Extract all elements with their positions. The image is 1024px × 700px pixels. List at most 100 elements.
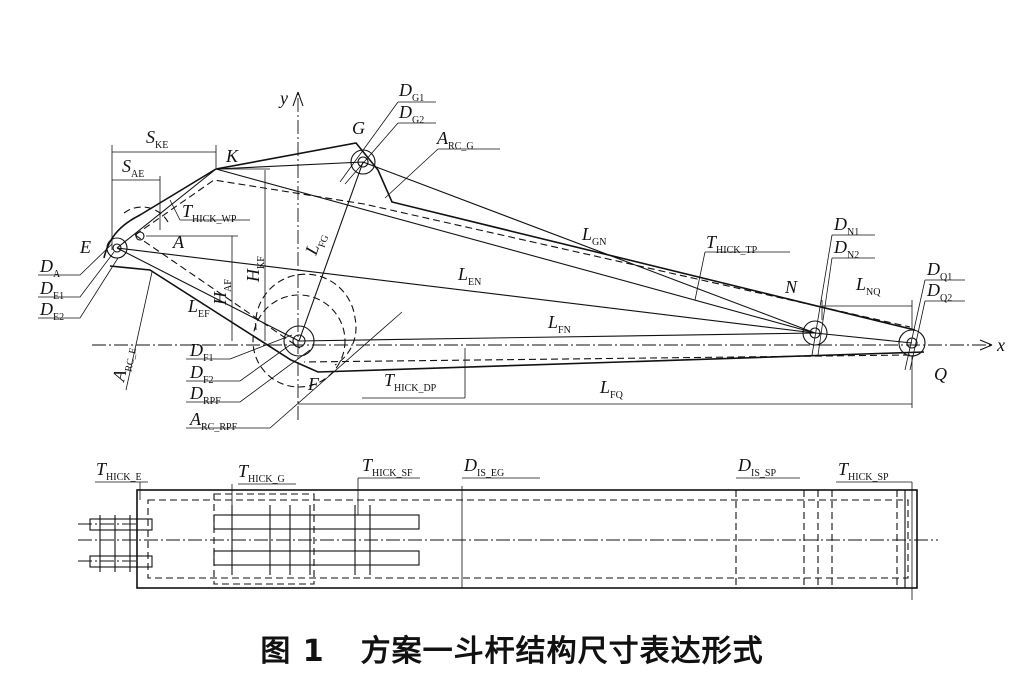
pin-F-outer [283,325,315,357]
figure-number: 图 1 [260,634,325,669]
leader-T-WP [169,199,250,221]
leader-D-RPF [186,349,311,403]
pin-E-inner [112,243,122,253]
dim-H-AF [146,235,238,341]
label-D-IS-SP: DIS_SP [737,455,776,479]
x-axis-arrow [979,339,993,351]
dim-H-KF [216,168,270,341]
leader-T-TP [694,251,790,301]
line-F-G [298,161,364,342]
label-L-FG: LFG [301,229,332,260]
leader-D-E2 [38,257,119,319]
leader-D-A [38,243,113,276]
label-H-AF: HAF [210,279,234,306]
label-T-E: THICK_E [96,459,142,483]
x-axis-label: x [996,335,1005,355]
pin-E-outer [106,237,128,259]
label-L-FQ: LFQ [599,377,624,401]
plan-web-lower [213,550,420,566]
plan-web-upper [213,514,420,530]
line-K-G [215,161,364,170]
label-D-Q2: DQ2 [926,280,952,304]
leader-D-Q [904,279,965,371]
y-axis-label: y [278,88,288,108]
plan-pin-E-upper [89,518,153,531]
label-D-A: DA [39,256,61,280]
plan-inner-frame [147,499,909,579]
label-D-RPF: DRPF [189,383,221,407]
plan-plate-G [213,493,315,585]
label-D-N2: DN2 [833,237,859,261]
label-S-AE: SAE [122,156,144,180]
label-T-SP: THICK_SP [838,459,889,483]
label-L-FN: LFN [547,312,571,336]
label-L-EN: LEN [457,264,481,288]
dim-L-NQ [821,300,913,330]
plan-pin-E-lower [89,555,153,568]
line-N-Q [814,332,913,344]
plan-dim-T-SP [836,481,913,600]
label-A-RC-G: ARC_G [436,128,474,152]
label-D-N1: DN1 [833,214,859,238]
label-A-RC-RPF: ARC_RPF [189,409,238,433]
line-E-N [116,247,816,334]
plan-leader-T-E [95,481,148,500]
point-label-Q: Q [934,364,947,384]
line-E-F [116,247,300,342]
pin-N-outer [802,320,828,346]
label-L-NQ: LNQ [855,274,881,298]
label-D-IS-EG: DIS_EG [463,455,504,479]
point-label-E: E [79,237,91,257]
label-D-Q1: DQ1 [926,259,952,283]
elevation-view: x y [38,88,1005,429]
label-H-KF: HKF [243,256,267,283]
y-axis-arrow [292,91,304,107]
leader-D-G [339,101,436,185]
label-T-DP: THICK_DP [384,370,437,394]
label-D-F2: DF2 [189,362,214,386]
plan-leader-T-G [231,483,296,515]
line-F-N [298,332,816,342]
label-D-E1: DE1 [39,278,64,302]
dim-S-KE [111,145,217,250]
figure-title: 方案一斗杆结构尺寸表达形式 [360,634,764,669]
line-K-N [215,168,816,334]
pin-G-inner [357,156,369,168]
leader-A-RC-E [125,271,153,391]
point-label-K: K [225,146,239,166]
pin-F-inner [292,334,306,348]
dim-L-FQ [298,355,913,408]
label-D-G2: DG2 [398,102,424,126]
stick-outer-contour [103,142,925,373]
label-T-TP: THICK_TP [706,232,758,256]
point-label-F: F [307,374,320,394]
label-L-EF: LEF [187,296,210,320]
elevation-labels: E A K G F N Q SKE SAE THICK_WP DA DE1 DE… [39,80,952,433]
leader-D-F [186,334,293,382]
plan-dim-D-IS-EG [461,477,540,588]
plan-leader-T-SF [357,477,420,515]
label-T-WP: THICK_WP [182,201,237,225]
label-A-RC-E: ARC_E [108,344,139,385]
pin-A [135,231,145,241]
point-label-G: G [352,118,365,138]
point-label-A: A [172,232,185,252]
leader-D-N [811,234,875,356]
rear-lug-arc [255,273,357,366]
label-T-G: THICK_G [238,461,285,485]
leader-D-E1 [38,251,115,298]
dim-T-DP [362,348,466,399]
leader-A-RC-RPF [186,311,403,429]
dim-S-AE [112,176,161,230]
point-label-N: N [784,277,798,297]
line-E-K [116,168,217,249]
label-D-F1: DF1 [189,340,214,364]
figure-caption: 图 1 方案一斗杆结构尺寸表达形式 [0,626,1024,670]
label-L-GN: LGN [581,224,606,248]
line-G-N [362,161,816,334]
label-D-G1: DG1 [398,80,424,104]
leader-A-RC-G [384,148,500,199]
label-S-KE: SKE [146,127,168,151]
plan-view: THICK_E THICK_G THICK_SF DIS_EG DIS_SP T… [78,455,938,600]
